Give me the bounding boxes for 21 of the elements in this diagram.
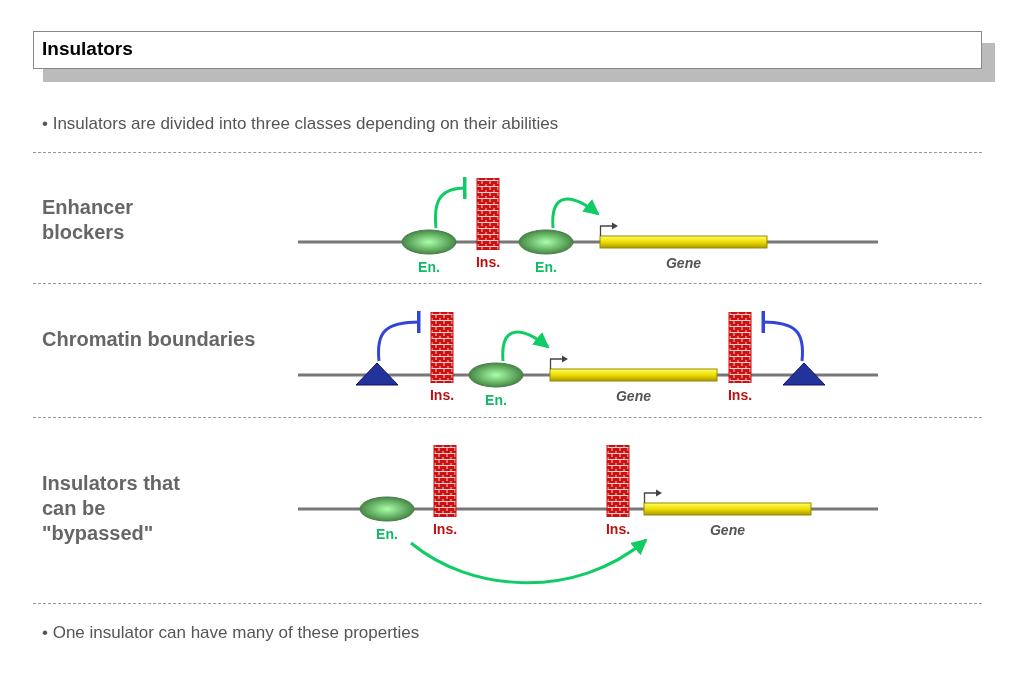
insulator-label: Ins. bbox=[727, 387, 753, 403]
activation-arrow bbox=[501, 330, 550, 362]
title: Insulators bbox=[42, 38, 133, 60]
gene-label: Gene bbox=[666, 255, 701, 271]
insulator-label: Ins. bbox=[432, 521, 458, 537]
insulator-label: Ins. bbox=[475, 254, 501, 270]
gene-label: Gene bbox=[616, 388, 651, 404]
insulator-label: Ins. bbox=[429, 387, 455, 403]
insulator-label: Ins. bbox=[605, 521, 631, 537]
row-heading: Enhancer blockers bbox=[42, 195, 135, 245]
enhancer-label: En. bbox=[376, 526, 398, 542]
enhancer-label: En. bbox=[485, 392, 507, 408]
row-heading: Chromatin boundaries bbox=[42, 327, 257, 352]
activation-arrow bbox=[410, 538, 648, 585]
enhancer-label: En. bbox=[418, 259, 440, 275]
bullet-text: • Insulators are divided into three classes depending on their abilities bbox=[42, 114, 559, 134]
enhancer-label: En. bbox=[535, 259, 557, 275]
bullet-text: • One insulator can have many of these properties bbox=[42, 623, 420, 643]
row-heading: Insulators that can be "bypassed" bbox=[42, 471, 181, 546]
gene-label: Gene bbox=[710, 522, 745, 538]
activation-arrow bbox=[551, 197, 600, 229]
